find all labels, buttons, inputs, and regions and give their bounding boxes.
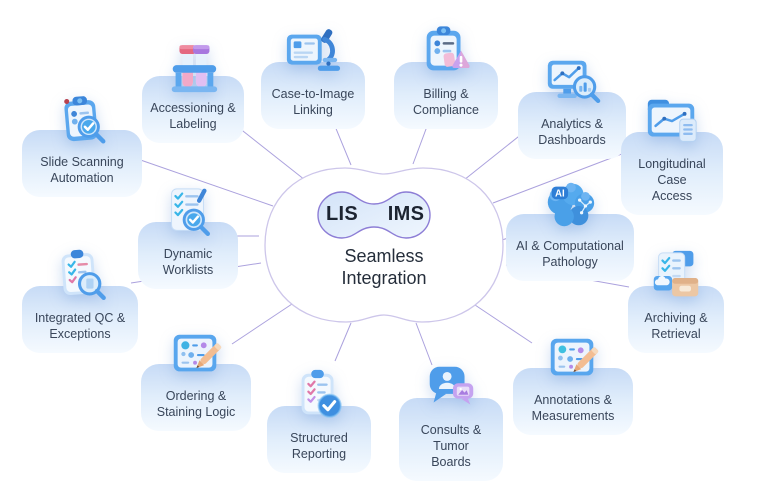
node-billing-compliance: Billing & Compliance <box>394 24 498 129</box>
node-label: Consults & Tumor Boards <box>420 423 482 469</box>
node-case-to-image-linking: Case-to-Image Linking <box>261 24 365 129</box>
node-label: Case-to-Image Linking <box>271 87 355 117</box>
node-label: Dynamic Worklists <box>162 247 214 277</box>
node-label: Longitudinal Case Access <box>638 157 706 203</box>
node-pill: Case-to-Image Linking <box>261 62 365 129</box>
node-label: Analytics & Dashboards <box>538 117 606 147</box>
node-label: Archiving & Retrieval <box>644 311 708 341</box>
node-pill: AI & Computational Pathology <box>506 214 634 281</box>
node-pill: Ordering & Staining Logic <box>141 364 251 431</box>
node-pill: Slide Scanning Automation <box>22 130 142 197</box>
documents-archive-box-icon <box>647 248 705 306</box>
node-label: Integrated QC & Exceptions <box>34 311 126 341</box>
node-pill: Longitudinal Case Access <box>621 132 723 215</box>
node-pill: Analytics & Dashboards <box>518 92 626 159</box>
lis-label: LIS <box>325 203 358 225</box>
monitor-chart-magnifier-icon <box>543 54 601 112</box>
node-integrated-qc-exceptions: Integrated QC & Exceptions <box>22 248 138 353</box>
node-accessioning-labeling: Accessioning & Labeling <box>142 38 244 143</box>
lis-ims-peanut <box>317 191 431 239</box>
folder-timeline-document-icon <box>643 94 701 152</box>
node-ordering-staining-logic: Ordering & Staining Logic <box>141 326 251 431</box>
ims-label: IMS <box>387 203 425 225</box>
node-pill: Consults & Tumor Boards <box>399 398 503 481</box>
node-label: Structured Reporting <box>290 431 348 461</box>
node-label: Accessioning & Labeling <box>150 101 236 131</box>
node-pill: Billing & Compliance <box>394 62 498 129</box>
clipboard-scan-magnifier-icon <box>53 92 111 150</box>
node-label: Ordering & Staining Logic <box>156 389 236 419</box>
node-pill: Archiving & Retrieval <box>628 286 724 353</box>
node-longitudinal-case-access: Longitudinal Case Access <box>621 94 723 215</box>
clipboard-qc-magnifier-icon <box>51 248 109 306</box>
node-archiving-retrieval: Archiving & Retrieval <box>628 248 724 353</box>
document-microscope-icon <box>284 24 342 82</box>
node-structured-reporting: Structured Reporting <box>267 368 371 473</box>
chat-bubbles-person-icon <box>422 360 480 418</box>
slide-staining-pencil-icon <box>167 326 225 384</box>
node-ai-computational-pathology: AI AI & Computational Pathology <box>506 176 634 281</box>
node-pill: Structured Reporting <box>267 406 371 473</box>
clipboard-check-badge-icon <box>290 368 348 426</box>
node-consults-tumor-boards: Consults & Tumor Boards <box>399 360 503 481</box>
node-slide-scanning-automation: Slide Scanning Automation <box>22 92 142 197</box>
node-pill: Dynamic Worklists <box>138 222 238 289</box>
center-title: Seamless Integration <box>341 246 427 288</box>
slide-annotation-pencil-icon <box>544 330 602 388</box>
node-label: Billing & Compliance <box>412 87 479 117</box>
outer-blob <box>264 167 504 323</box>
node-pill: Annotations & Measurements <box>513 368 633 435</box>
node-annotations-measurements: Annotations & Measurements <box>513 330 633 435</box>
svg-text:AI: AI <box>555 188 565 199</box>
node-label: AI & Computational Pathology <box>516 239 624 269</box>
node-analytics-dashboards: Analytics & Dashboards <box>518 54 626 159</box>
ai-brain-icon: AI <box>541 176 599 234</box>
node-label: Annotations & Measurements <box>531 393 615 423</box>
checklist-magnifier-icon <box>159 184 217 242</box>
clipboard-warning-icon <box>417 24 475 82</box>
node-dynamic-worklists: Dynamic Worklists <box>138 184 238 289</box>
test-tubes-rack-icon <box>164 38 222 96</box>
node-pill: Integrated QC & Exceptions <box>22 286 138 353</box>
node-label: Slide Scanning Automation <box>40 155 124 185</box>
